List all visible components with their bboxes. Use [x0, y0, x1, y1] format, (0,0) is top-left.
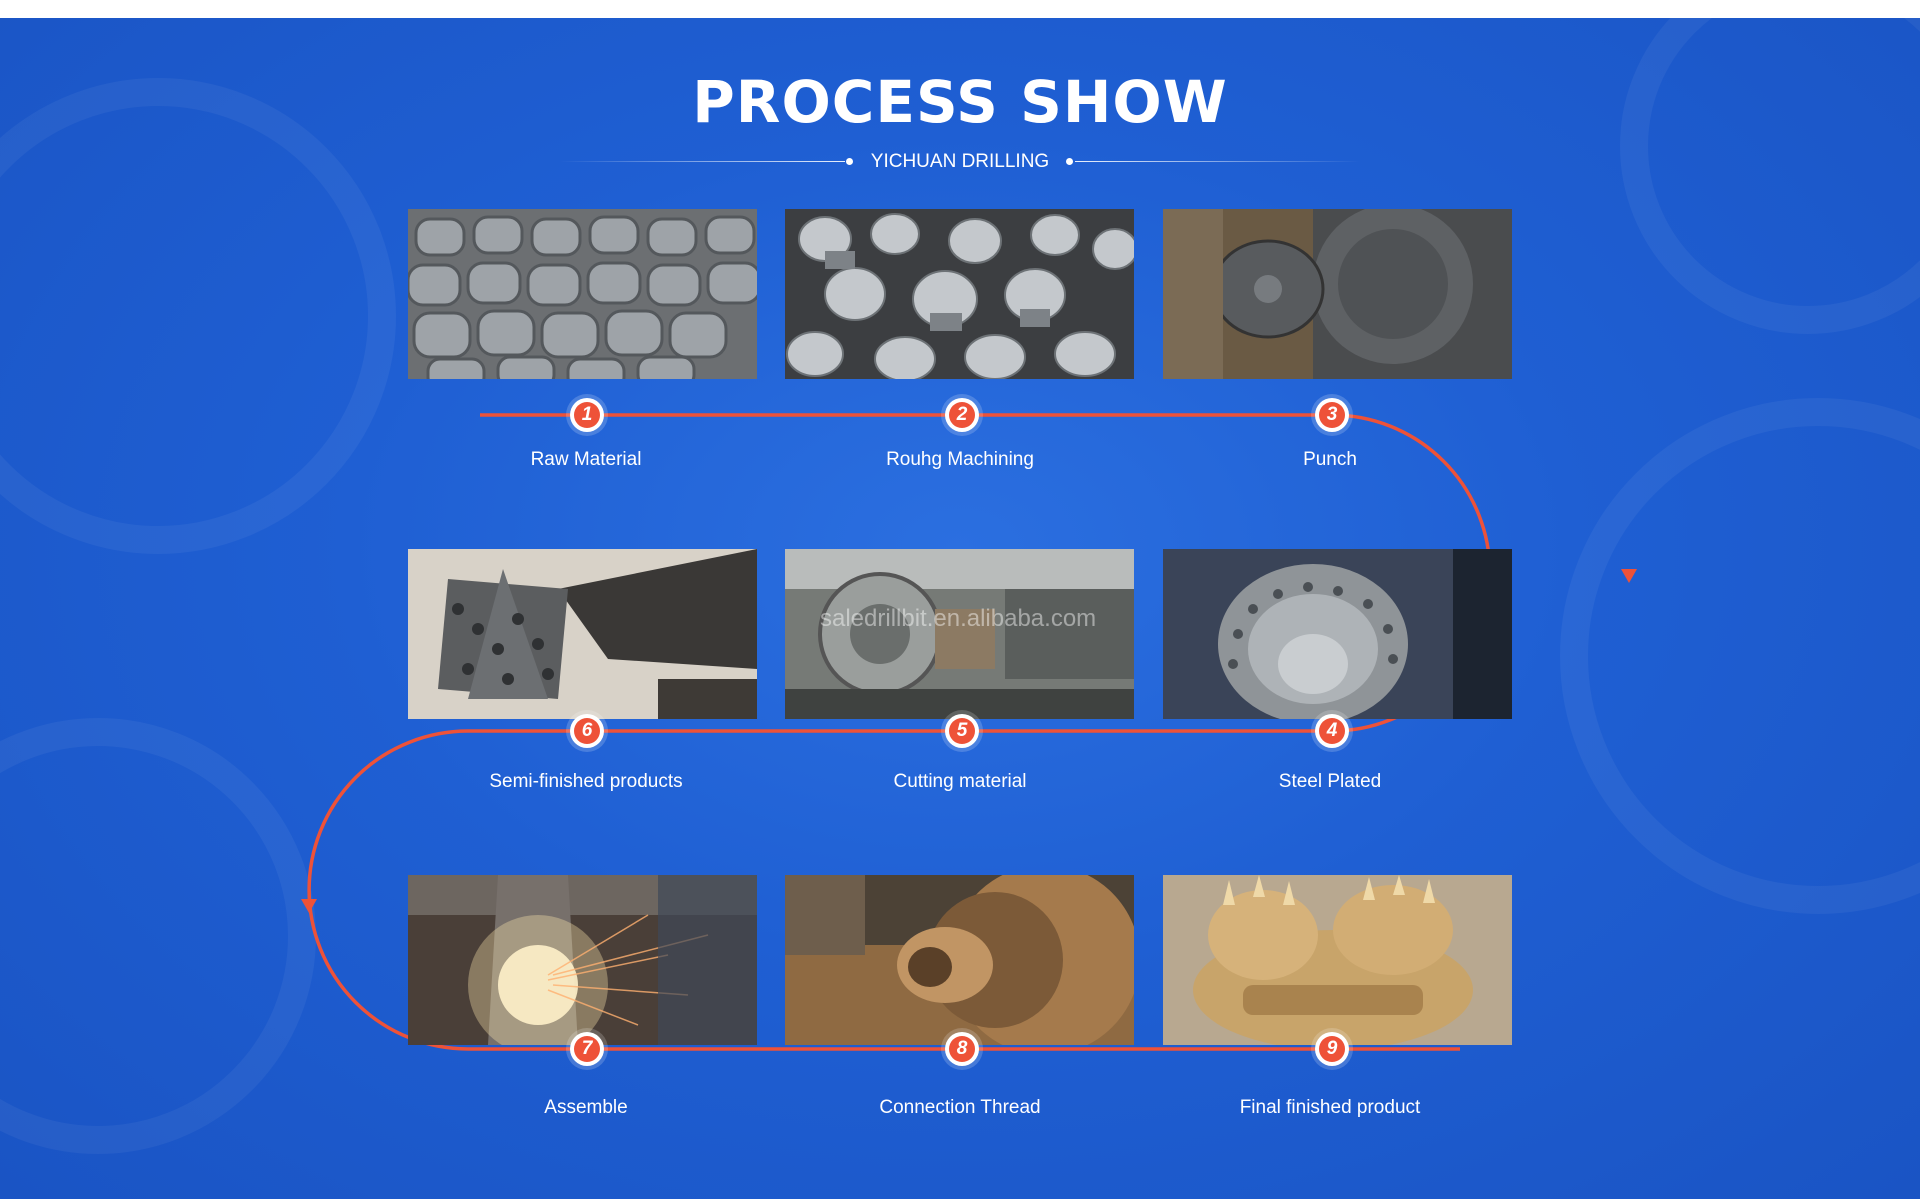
step-label-5: Cutting material [893, 771, 1027, 792]
step-badge-7: 7 [570, 1032, 604, 1066]
step-label-2: Rouhg Machining [886, 449, 1034, 470]
subtitle-row: YICHUAN DRILLING [0, 150, 1920, 174]
step-label-6: Semi-finished products [489, 771, 683, 792]
step-badge-4: 4 [1315, 714, 1349, 748]
step-badge-8: 8 [945, 1032, 979, 1066]
step-badge-9: 9 [1315, 1032, 1349, 1066]
process-show-banner: PROCESS SHOW YICHUAN DRILLING [0, 18, 1920, 1199]
step-label-1: Raw Material [530, 449, 642, 470]
photo-connection-thread [785, 875, 1134, 1045]
photo-raw-material [408, 209, 757, 379]
step-badge-2: 2 [945, 398, 979, 432]
flow-arrow-down-left [301, 899, 317, 913]
subtitle-divider-right [1075, 161, 1360, 162]
page-subtitle: YICHUAN DRILLING [870, 151, 1050, 172]
subtitle-dot-right [1066, 158, 1073, 165]
step-badge-5: 5 [945, 714, 979, 748]
watermark: saledrillbit.en.alibaba.com [820, 605, 1097, 632]
page-title: PROCESS SHOW [692, 68, 1228, 136]
step-badge-3: 3 [1315, 398, 1349, 432]
step-label-7: Assemble [544, 1097, 628, 1118]
subtitle-dot-left [846, 158, 853, 165]
step-badge-1: 1 [570, 398, 604, 432]
photo-steel-plated [1163, 549, 1512, 719]
subtitle-divider-left [560, 161, 845, 162]
flow-arrow-down-right [1621, 569, 1637, 583]
flow-line [307, 413, 1492, 1051]
photo-punch [1163, 209, 1512, 379]
process-flow-path [301, 413, 1637, 1051]
photo-semi-finished [408, 549, 757, 719]
photo-cutting-material [785, 549, 1134, 719]
photo-assemble [408, 875, 757, 1045]
photo-final-product [1163, 875, 1512, 1045]
step-label-8: Connection Thread [879, 1097, 1041, 1118]
step-label-4: Steel Plated [1278, 771, 1382, 792]
photo-rough-machining [785, 209, 1134, 379]
step-badge-6: 6 [570, 714, 604, 748]
step-label-9: Final finished product [1239, 1097, 1421, 1118]
step-label-3: Punch [1303, 449, 1357, 470]
